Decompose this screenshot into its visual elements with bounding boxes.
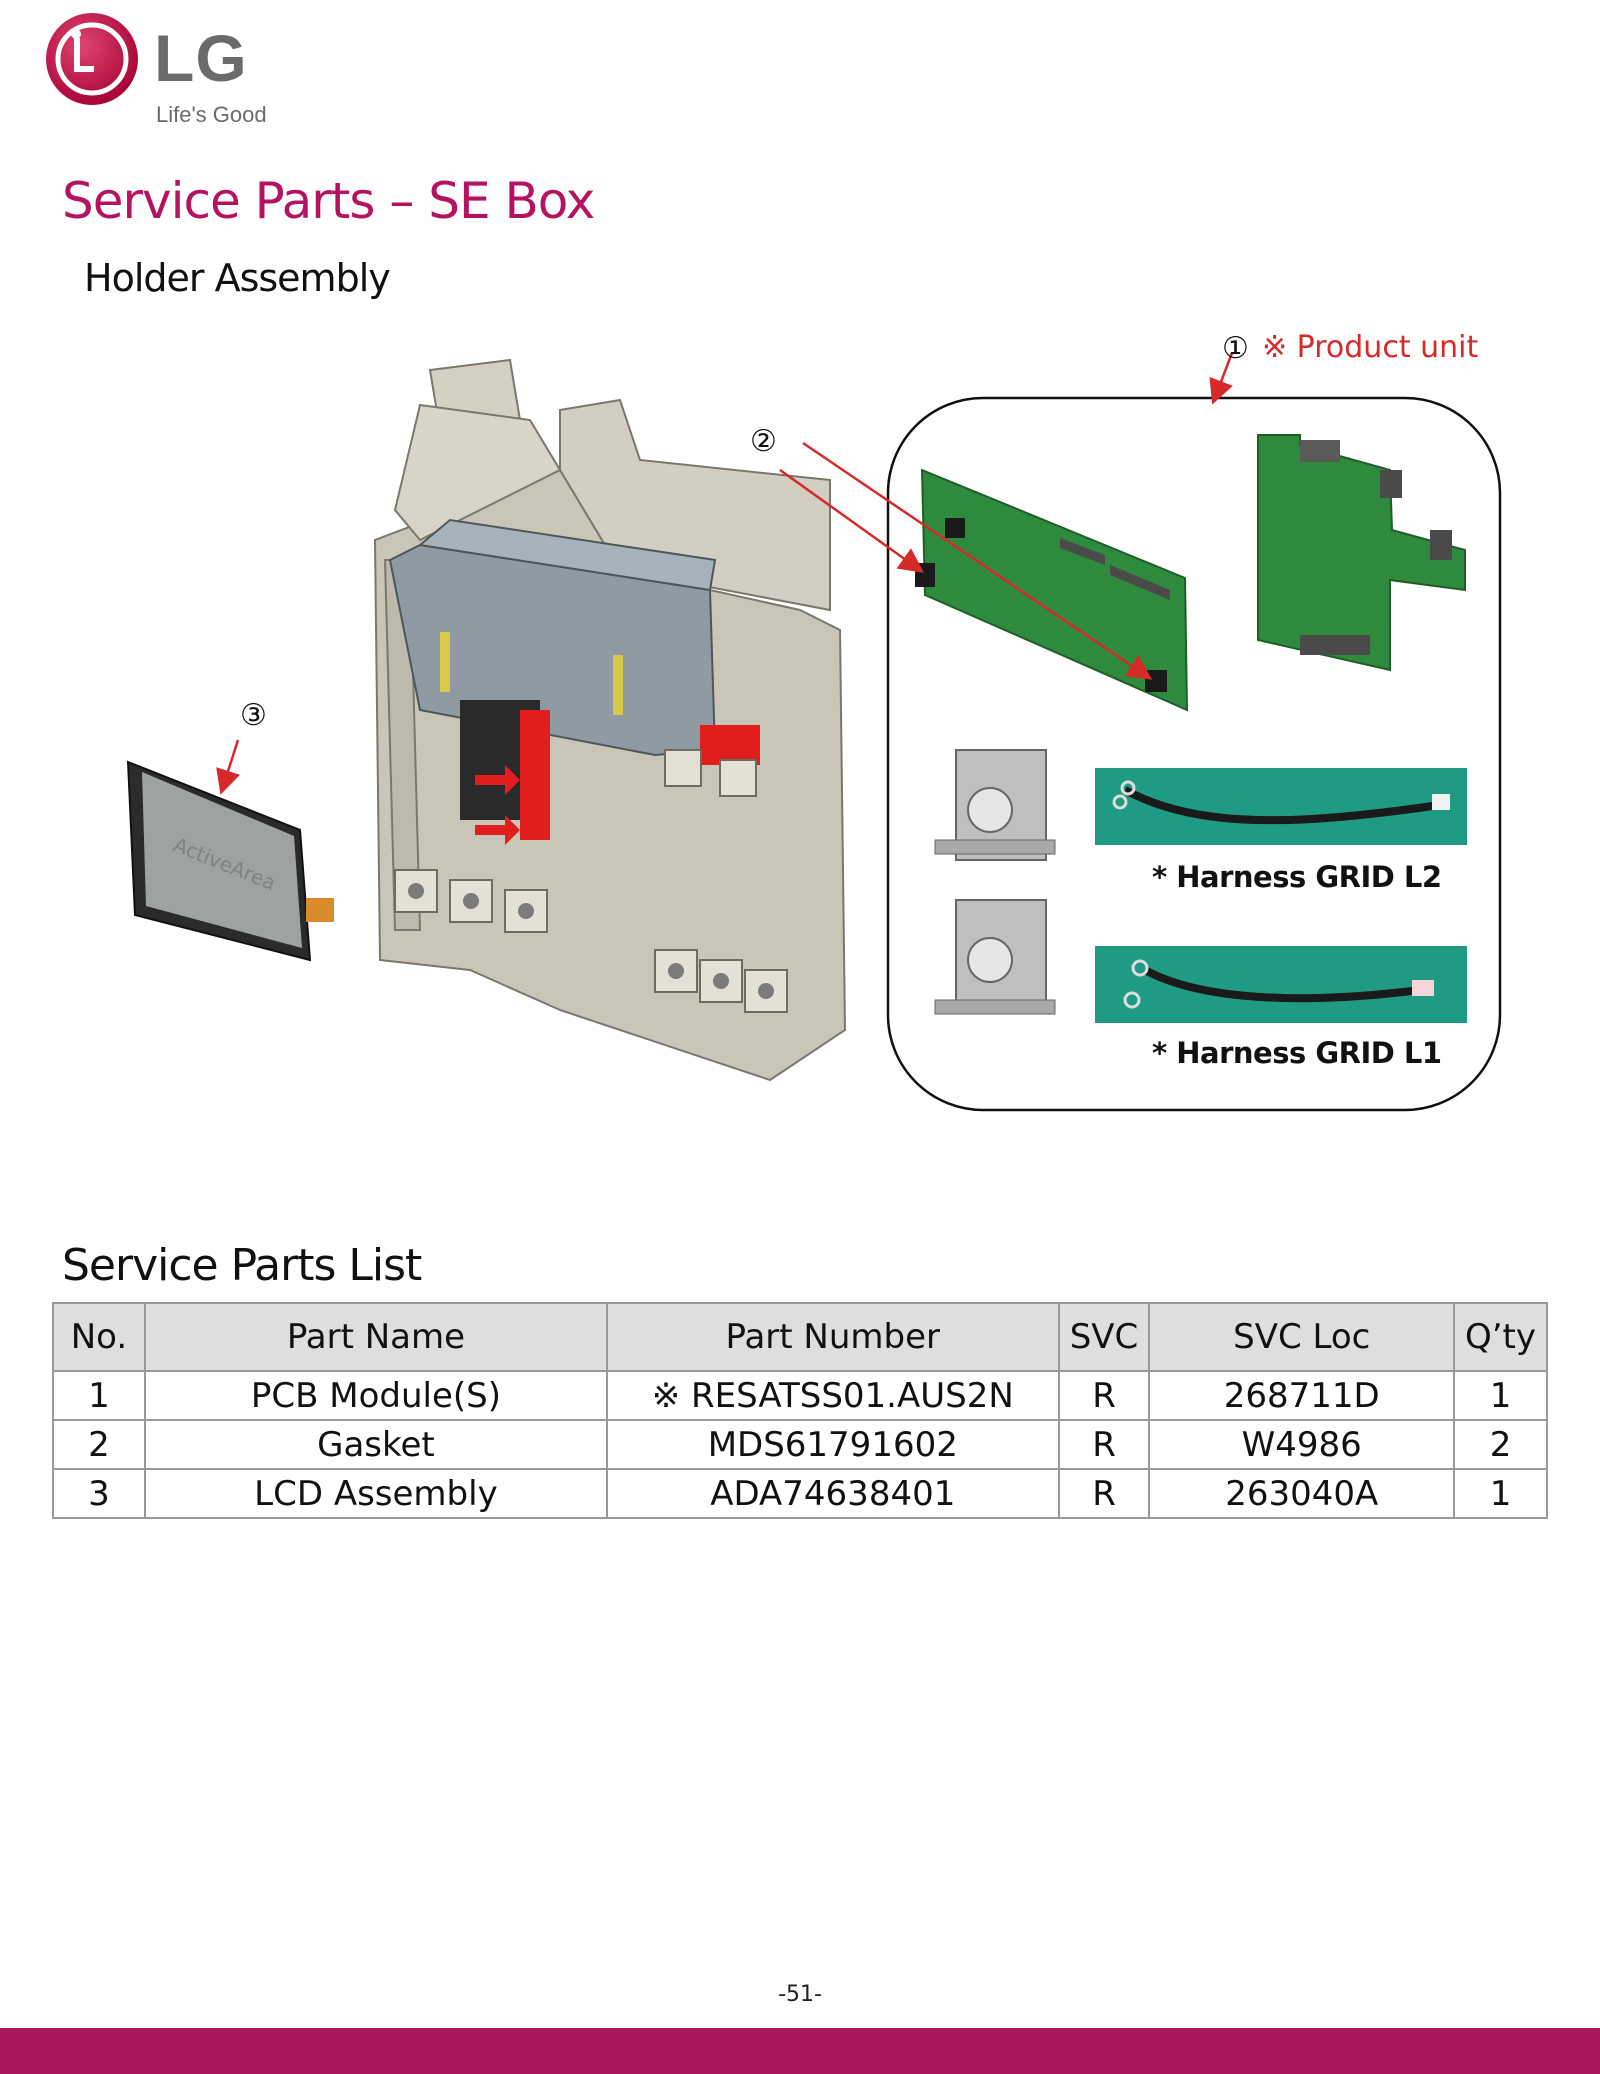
callout-3: ③: [240, 698, 267, 733]
table-row: 1 PCB Module(S) ※ RESATSS01.AUS2N R 2687…: [52, 1370, 1548, 1421]
table-row: 2 Gasket MDS61791602 R W4986 2: [52, 1419, 1548, 1470]
service-parts-table: No. Part Name Part Number SVC SVC Loc Q’…: [52, 1302, 1548, 1519]
cell-svc: R: [1057, 1370, 1151, 1421]
header-qty: Q’ty: [1453, 1302, 1548, 1372]
harness-l1-photo: [1095, 946, 1467, 1023]
logo-wordmark: LG: [154, 21, 248, 95]
logo-tagline: Life's Good: [156, 102, 267, 127]
harness-l2-photo: [1095, 768, 1467, 845]
cell-part-number: ※ RESATSS01.AUS2N: [605, 1370, 1060, 1421]
cell-qty: 1: [1453, 1370, 1548, 1421]
current-sensor-l2: [934, 749, 1056, 861]
callout-2: ②: [750, 424, 777, 459]
table-row: 3 LCD Assembly ADA74638401 R 263040A 1: [52, 1468, 1548, 1519]
header-svc: SVC: [1057, 1302, 1151, 1372]
current-sensor-l1: [934, 899, 1056, 1015]
cell-svc: R: [1057, 1468, 1151, 1519]
header-svc-loc: SVC Loc: [1148, 1302, 1456, 1372]
callout-1: ①: [1222, 331, 1249, 366]
cell-qty: 2: [1453, 1419, 1548, 1470]
cell-part-number: ADA74638401: [605, 1468, 1060, 1519]
header-part-name: Part Name: [143, 1302, 608, 1372]
header-no: No.: [52, 1302, 146, 1372]
lg-logo-icon: [46, 13, 138, 105]
product-unit-note: ※ Product unit: [1262, 330, 1479, 365]
cell-svc-loc: 268711D: [1148, 1370, 1456, 1421]
callout-arrows: [216, 352, 1234, 795]
cell-part-name: Gasket: [143, 1419, 608, 1470]
lcd-assembly: ActiveArea: [126, 760, 334, 962]
harness-l2-label: * Harness GRID L2: [1152, 860, 1442, 894]
harness-l1-label: * Harness GRID L1: [1152, 1036, 1442, 1070]
product-unit-frame: [886, 396, 1502, 1112]
cell-no: 2: [52, 1419, 146, 1470]
cell-no: 3: [52, 1468, 146, 1519]
table-header-row: No. Part Name Part Number SVC SVC Loc Q’…: [52, 1302, 1548, 1372]
cell-part-number: MDS61791602: [605, 1419, 1060, 1470]
cell-svc-loc: W4986: [1148, 1419, 1456, 1470]
header-part-number: Part Number: [605, 1302, 1060, 1372]
footer-bar: [0, 2028, 1600, 2074]
page-title: Service Parts – SE Box: [62, 172, 595, 230]
parts-list-title: Service Parts List: [62, 1240, 422, 1291]
page-number: -51-: [778, 1982, 822, 2007]
pcb-module-back: [1257, 434, 1466, 672]
holder-assembly-diagram: ActiveArea: [126, 352, 1502, 1112]
cell-part-name: LCD Assembly: [143, 1468, 608, 1519]
section-subtitle: Holder Assembly: [84, 256, 391, 300]
se-box-body: [373, 358, 847, 1082]
cell-no: 1: [52, 1370, 146, 1421]
cell-qty: 1: [1453, 1468, 1548, 1519]
cell-svc-loc: 263040A: [1148, 1468, 1456, 1519]
pcb-module-front: [915, 468, 1189, 712]
cell-part-name: PCB Module(S): [143, 1370, 608, 1421]
cell-svc: R: [1057, 1419, 1151, 1470]
